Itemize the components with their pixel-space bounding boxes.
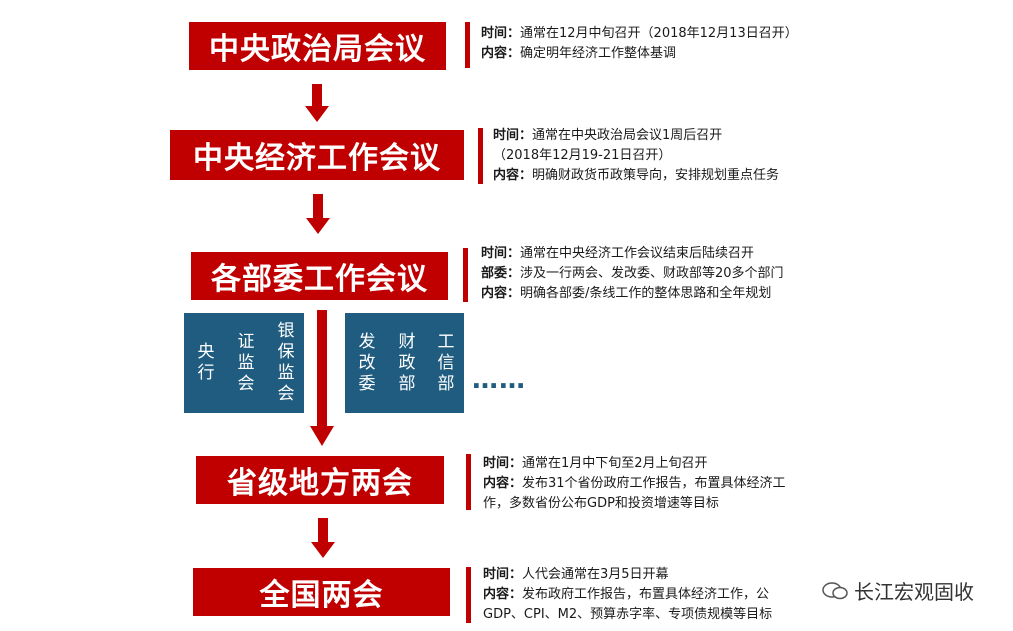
info-text: 人代会通常在3月5日开幕 bbox=[522, 567, 669, 582]
stage-divider bbox=[463, 248, 468, 302]
stage-ministries-box: 各部委工作会议 bbox=[191, 252, 448, 300]
stage-national-sessions-box: 全国两会 bbox=[193, 568, 450, 616]
info-label: 时间： bbox=[483, 456, 523, 471]
stage-divider bbox=[466, 567, 471, 623]
dept-label: 工信部 bbox=[433, 331, 454, 395]
stage-divider bbox=[466, 454, 471, 510]
info-text: 发布31个省份政府工作报告，布置具体经济工 bbox=[522, 476, 786, 491]
dept-ndrc: 发改委 bbox=[345, 313, 385, 413]
stage-title: 省级地方两会 bbox=[227, 466, 413, 501]
dept-label: 银保监会 bbox=[273, 321, 294, 405]
info-text: 发布政府工作报告，布置具体经济工作，公 bbox=[522, 587, 770, 602]
info-label: 时间： bbox=[493, 128, 533, 143]
stage-title: 各部委工作会议 bbox=[211, 262, 428, 297]
stage-info: 时间：人代会通常在3月5日开幕 内容：发布政府工作报告，布置具体经济工作，公 G… bbox=[483, 565, 772, 625]
info-label: 内容： bbox=[483, 587, 523, 602]
stage-economic-work-conference-box: 中央经济工作会议 bbox=[170, 130, 464, 180]
info-text: 通常在中央经济工作会议结束后陆续召开 bbox=[520, 246, 755, 261]
wechat-icon bbox=[822, 581, 848, 599]
info-label: 内容： bbox=[483, 476, 523, 491]
info-text: 明确财政货币政策导向，安排规划重点任务 bbox=[532, 168, 780, 183]
dept-label: 发改委 bbox=[354, 331, 375, 395]
info-text: 通常在中央政治局会议1周后召开 bbox=[532, 128, 723, 143]
info-label: 内容： bbox=[493, 168, 533, 183]
dept-label: 证监会 bbox=[233, 331, 254, 395]
info-text: 作，多数省份公布GDP和投资增速等目标 bbox=[483, 496, 719, 511]
stage-info: 时间：通常在1月中下旬至2月上旬召开 内容：发布31个省份政府工作报告，布置具体… bbox=[483, 454, 786, 514]
dept-miit: 工信部 bbox=[424, 313, 464, 413]
dept-central-bank: 央行 bbox=[184, 313, 224, 413]
info-text: （2018年12月19-21日召开） bbox=[493, 148, 672, 163]
stage-title: 中央政治局会议 bbox=[209, 32, 426, 67]
info-label: 内容： bbox=[481, 286, 521, 301]
stage-info: 时间：通常在中央经济工作会议结束后陆续召开 部委：涉及一行两会、发改委、财政部等… bbox=[481, 244, 784, 304]
stage-title: 全国两会 bbox=[259, 578, 384, 613]
dept-csrc: 证监会 bbox=[224, 313, 264, 413]
info-label: 时间： bbox=[481, 246, 521, 261]
info-text: 通常在12月中旬召开（2018年12月13日召开） bbox=[520, 26, 798, 41]
down-arrow-icon bbox=[305, 84, 329, 122]
info-text: 涉及一行两会、发改委、财政部等20多个部门 bbox=[520, 266, 784, 281]
stage-title: 中央经济工作会议 bbox=[193, 141, 441, 176]
dept-label: 央行 bbox=[193, 342, 214, 384]
dept-mof: 财政部 bbox=[385, 313, 425, 413]
watermark: 长江宏观固收 bbox=[822, 576, 974, 605]
info-text: 通常在1月中下旬至2月上旬召开 bbox=[522, 456, 708, 471]
stage-divider bbox=[478, 128, 483, 184]
dept-label: 财政部 bbox=[394, 331, 415, 395]
info-text: 明确各部委/条线工作的整体思路和全年规划 bbox=[520, 286, 772, 301]
info-text: 确定明年经济工作整体基调 bbox=[520, 46, 677, 61]
dept-cbirc: 银保监会 bbox=[264, 313, 304, 413]
down-arrow-icon bbox=[311, 518, 335, 558]
stage-divider bbox=[465, 22, 470, 68]
down-arrow-icon bbox=[310, 310, 334, 446]
stage-info: 时间：通常在中央政治局会议1周后召开 （2018年12月19-21日召开） 内容… bbox=[493, 126, 779, 186]
more-departments-ellipsis: …… bbox=[472, 365, 526, 395]
info-label: 时间： bbox=[481, 26, 521, 41]
info-label: 内容： bbox=[481, 46, 521, 61]
down-arrow-icon bbox=[306, 194, 330, 234]
info-text: GDP、CPI、M2、预算赤字率、专项债规模等目标 bbox=[483, 607, 773, 622]
info-label: 部委： bbox=[481, 266, 521, 281]
info-label: 时间： bbox=[483, 567, 523, 582]
watermark-text: 长江宏观固收 bbox=[854, 580, 974, 604]
stage-provincial-sessions-box: 省级地方两会 bbox=[196, 456, 444, 504]
stage-info: 时间：通常在12月中旬召开（2018年12月13日召开） 内容：确定明年经济工作… bbox=[481, 24, 798, 64]
stage-politburo-box: 中央政治局会议 bbox=[189, 22, 446, 70]
